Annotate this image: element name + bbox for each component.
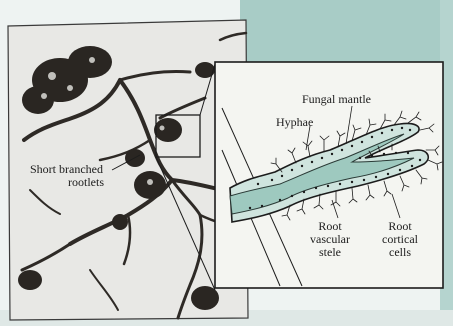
rootlets-label: Short branched rootlets (30, 163, 122, 189)
stele-label: Root vascular stele (300, 220, 360, 259)
cortical-label-line3: cells (370, 246, 430, 259)
hyphae-label: Hyphae (276, 116, 313, 129)
fungal-mantle-label: Fungal mantle (302, 93, 371, 106)
cortical-label: Root cortical cells (370, 220, 430, 259)
rootlets-label-line2: rootlets (30, 176, 122, 189)
stele-label-line3: stele (300, 246, 360, 259)
